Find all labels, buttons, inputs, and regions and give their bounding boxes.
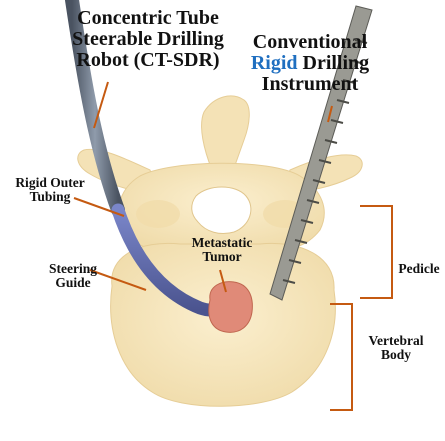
- metastatic-tumor-shape: [209, 282, 253, 333]
- conventional-label-line1: Conventional: [240, 32, 380, 53]
- vertebral-body-line1: Vertebral: [356, 334, 436, 348]
- metastatic-tumor-line2: Tumor: [182, 250, 262, 264]
- rigid-outer-tubing-line2: Tubing: [4, 190, 96, 204]
- spinous-process: [202, 96, 250, 170]
- conventional-label-line3: Instrument: [240, 74, 380, 95]
- rigid-outer-tubing-line1: Rigid Outer: [4, 176, 96, 190]
- ctsdr-label-line1: Concentric Tube: [58, 8, 238, 29]
- ctsdr-label-line3: Robot (CT-SDR): [58, 50, 238, 71]
- pedicle-label: Pedicle: [394, 262, 444, 276]
- ctsdr-label: Concentric Tube Steerable Drilling Robot…: [58, 8, 238, 71]
- left-pedicle-shape: [136, 200, 180, 228]
- steering-guide-line2: Guide: [38, 276, 108, 290]
- conventional-label: Conventional Rigid Drilling Instrument: [240, 32, 380, 95]
- rigid-outer-tubing-label: Rigid Outer Tubing: [4, 176, 96, 204]
- metastatic-tumor-label: Metastatic Tumor: [182, 236, 262, 264]
- vertebral-body-line2: Body: [356, 348, 436, 362]
- rigid-word: Rigid: [251, 52, 298, 74]
- conventional-label-line2: Rigid Drilling: [240, 53, 380, 74]
- steering-guide-line1: Steering: [38, 262, 108, 276]
- metastatic-tumor-line1: Metastatic: [182, 236, 262, 250]
- steering-guide-label: Steering Guide: [38, 262, 108, 290]
- ctsdr-label-line2: Steerable Drilling: [58, 29, 238, 50]
- vertebral-body-label: Vertebral Body: [356, 334, 436, 362]
- drilling-word: Drilling: [298, 52, 370, 74]
